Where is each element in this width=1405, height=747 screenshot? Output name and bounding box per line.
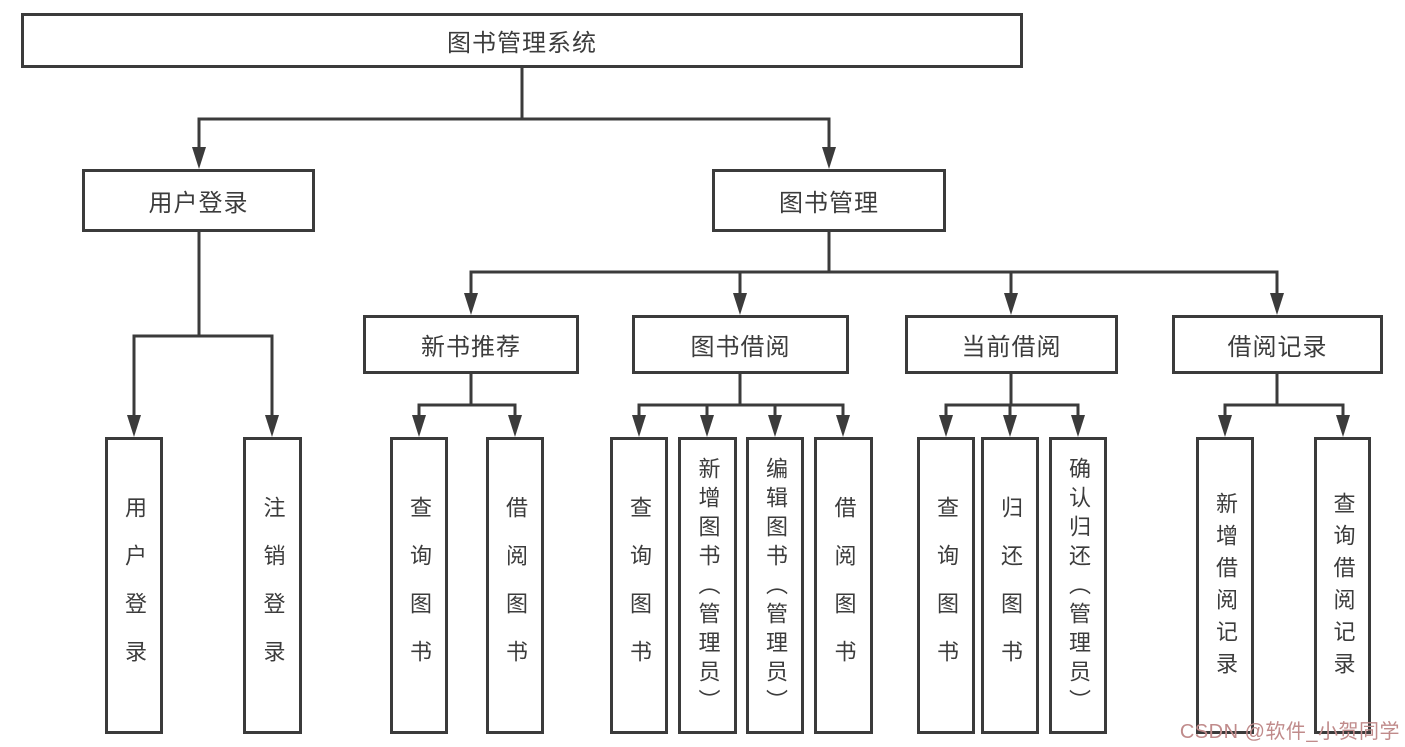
node-current-borrowing: 当前借阅 [905, 315, 1118, 374]
leaf-query-borrow-record: 查询借阅记录 [1314, 437, 1371, 734]
leaf-borrow-book-1-label: 借阅图书 [503, 496, 528, 688]
leaf-logout: 注销登录 [243, 437, 302, 734]
leaf-borrow-book-2-label: 借阅图书 [831, 496, 857, 688]
leaf-query-book-3: 查询图书 [917, 437, 975, 734]
csdn-watermark: CSDN @软件_小贺同学 [1179, 721, 1400, 743]
leaf-query-book-3-label: 查询图书 [934, 496, 959, 688]
leaf-query-book-1: 查询图书 [390, 437, 448, 734]
leaf-user-login: 用户登录 [105, 437, 163, 734]
node-book-borrowing: 图书借阅 [632, 315, 849, 374]
node-root-label: 图书管理系统 [447, 30, 597, 57]
arrowheads [127, 147, 1350, 437]
leaf-add-borrow-record-label: 新增借阅记录 [1213, 492, 1238, 684]
leaf-query-book-2-label: 查询图书 [627, 496, 652, 688]
node-new-book-recommend: 新书推荐 [363, 315, 579, 374]
leaf-user-login-label: 用户登录 [122, 496, 147, 688]
node-book-management: 图书管理 [712, 169, 946, 232]
leaf-add-borrow-record: 新增借阅记录 [1196, 437, 1254, 734]
leaf-edit-book-admin: 编辑图书（管理员） [746, 437, 804, 734]
leaf-borrow-book-1: 借阅图书 [486, 437, 544, 734]
node-user-login: 用户登录 [82, 169, 315, 232]
leaf-borrow-book-2: 借阅图书 [814, 437, 873, 734]
leaf-query-book-1-label: 查询图书 [407, 496, 432, 688]
node-book-management-label: 图书管理 [779, 190, 879, 217]
leaf-query-borrow-record-label: 查询借阅记录 [1330, 492, 1356, 684]
node-new-book-recommend-label: 新书推荐 [421, 334, 521, 361]
leaf-query-book-2: 查询图书 [610, 437, 668, 734]
leaf-add-book-admin: 新增图书（管理员） [678, 437, 737, 734]
leaf-logout-label: 注销登录 [260, 496, 286, 688]
node-borrowing-records: 借阅记录 [1172, 315, 1383, 374]
node-book-borrowing-label: 图书借阅 [690, 334, 791, 361]
leaf-return-book-label: 归还图书 [998, 496, 1023, 688]
leaf-add-book-admin-label: 新增图书（管理员） [695, 456, 721, 718]
node-root: 图书管理系统 [21, 13, 1023, 68]
leaf-confirm-return-admin-label: 确认归还（管理员） [1066, 456, 1091, 718]
leaf-edit-book-admin-label: 编辑图书（管理员） [763, 456, 788, 718]
node-borrowing-records-label: 借阅记录 [1227, 334, 1328, 361]
leaf-return-book: 归还图书 [981, 437, 1039, 734]
node-user-login-label: 用户登录 [148, 190, 249, 217]
node-current-borrowing-label: 当前借阅 [961, 334, 1062, 361]
leaf-confirm-return-admin: 确认归还（管理员） [1049, 437, 1107, 734]
